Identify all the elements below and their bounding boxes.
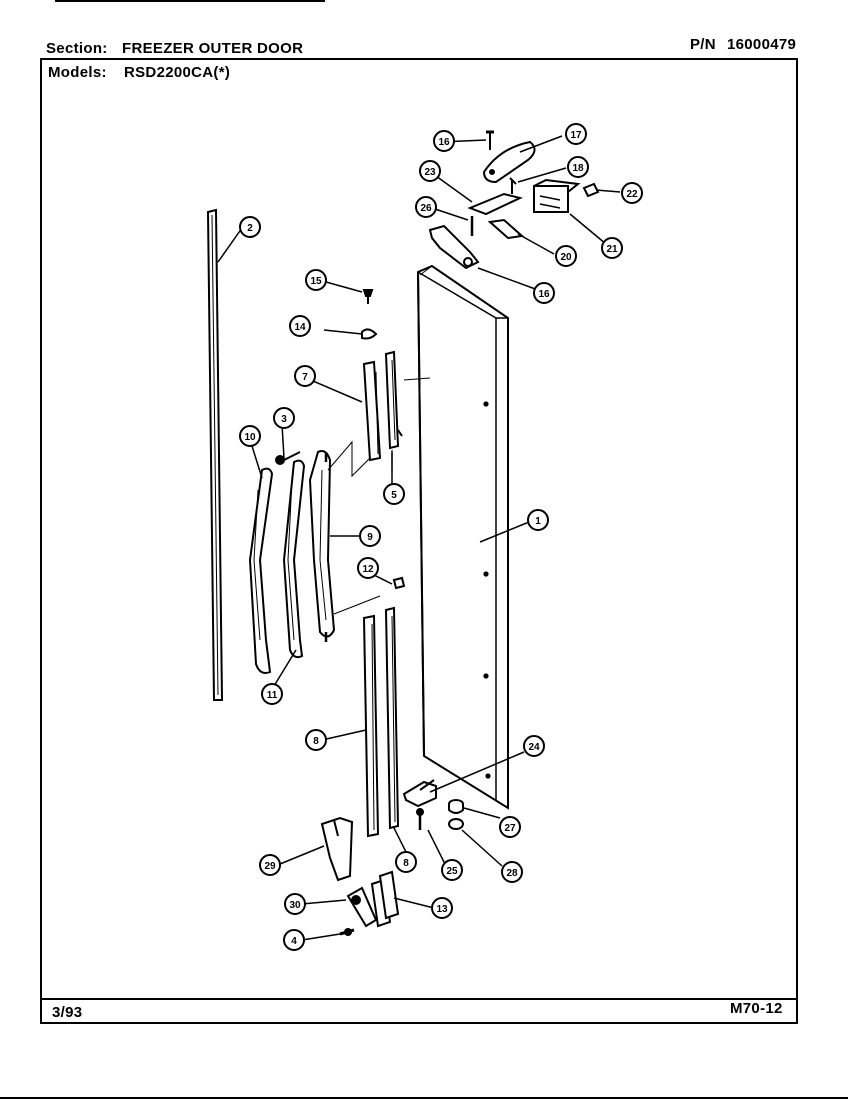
callout-1-circle [527, 509, 549, 531]
plug-12 [392, 576, 406, 590]
callout-25: 25 [446, 866, 458, 877]
top-hinge-assembly [428, 130, 600, 270]
diagram-frame [40, 58, 798, 1024]
callout-8b-circle [395, 851, 417, 873]
callout-16b-circle [533, 282, 555, 304]
callout-29-circle [259, 854, 281, 876]
callout-14: 14 [294, 322, 306, 333]
callout-3: 3 [281, 414, 287, 425]
callout-15: 15 [310, 276, 322, 287]
callout-20-circle [555, 245, 577, 267]
callout-16b: 16 [538, 289, 550, 300]
bottom-hinge-assembly [402, 779, 464, 830]
callout-18: 18 [572, 163, 584, 174]
callout-16a-circle [433, 130, 455, 152]
gasket-strip [206, 208, 224, 701]
callout-30: 30 [289, 900, 301, 911]
callout-2-circle [239, 216, 261, 238]
callout-17-circle [565, 123, 587, 145]
door-handle [308, 450, 336, 642]
callout-29: 29 [264, 861, 276, 872]
callout-17: 17 [570, 130, 582, 141]
callout-23-circle [419, 160, 441, 182]
callout-23: 23 [424, 167, 436, 178]
section-title: FREEZER OUTER DOOR [122, 40, 304, 57]
footer-date: 3/93 [52, 1004, 83, 1021]
screw-3 [275, 451, 301, 465]
callout-5: 5 [391, 490, 397, 501]
callout-22-circle [621, 182, 643, 204]
callout-18-circle [567, 156, 589, 178]
callout-4-circle [283, 929, 305, 951]
footer-rule [40, 998, 798, 1000]
callout-1: 1 [535, 516, 541, 527]
callout-12-circle [357, 557, 379, 579]
callout-9-circle [359, 525, 381, 547]
callout-13: 13 [436, 904, 448, 915]
callout-10: 10 [244, 432, 256, 443]
callout-30-circle [284, 893, 306, 915]
models-value: RSD2200CA(*) [124, 64, 231, 81]
outer-door-panel [416, 264, 509, 810]
callout-16a: 16 [438, 137, 450, 148]
callout-4: 4 [291, 936, 297, 947]
callout-11-circle [261, 683, 283, 705]
callout-7: 7 [302, 372, 308, 383]
callout-24: 24 [528, 742, 540, 753]
callout-28-circle [501, 861, 523, 883]
small-fasteners-upper [361, 289, 378, 340]
callout-21: 21 [606, 244, 618, 255]
assembly-leader-lines [327, 377, 431, 615]
callout-11: 11 [267, 690, 278, 701]
callout-10-circle [239, 425, 261, 447]
callout-24-circle [523, 735, 545, 757]
callout-bubbles [239, 123, 643, 951]
callout-27: 27 [504, 823, 516, 834]
part-number: 16000479 [727, 36, 797, 53]
callout-8b: 8 [403, 858, 409, 869]
callout-20: 20 [560, 252, 572, 263]
lower-handle-trim [362, 606, 400, 838]
footer-code: M70-12 [730, 1000, 783, 1017]
callout-21-circle [601, 237, 623, 259]
callout-14-circle [289, 315, 311, 337]
handle-cap [282, 459, 306, 659]
callout-26: 26 [420, 203, 432, 214]
callout-8a: 8 [313, 736, 319, 747]
callout-5-circle [383, 483, 405, 505]
callout-27-circle [499, 816, 521, 838]
callout-25-circle [441, 859, 463, 881]
handle-trim-left [248, 467, 274, 674]
callout-8a-circle [305, 729, 327, 751]
callout-28: 28 [506, 868, 518, 879]
upper-handle-trim [362, 350, 403, 470]
callout-13-circle [431, 897, 453, 919]
callout-9: 9 [367, 532, 373, 543]
callout-7-circle [294, 365, 316, 387]
part-number-label: P/N [690, 36, 716, 53]
callout-22: 22 [626, 189, 638, 200]
callout-12: 12 [362, 564, 374, 575]
callout-26-circle [415, 196, 437, 218]
bracket-29 [320, 816, 354, 882]
section-label: Section: [46, 40, 108, 57]
callout-3-circle [273, 407, 295, 429]
bottom-rule [0, 1097, 848, 1099]
lower-hardware [339, 870, 400, 936]
models-label: Models: [48, 64, 107, 81]
callout-15-circle [305, 269, 327, 291]
top-rule [55, 0, 325, 2]
callout-2: 2 [247, 223, 253, 234]
callout-leaders [217, 135, 621, 941]
